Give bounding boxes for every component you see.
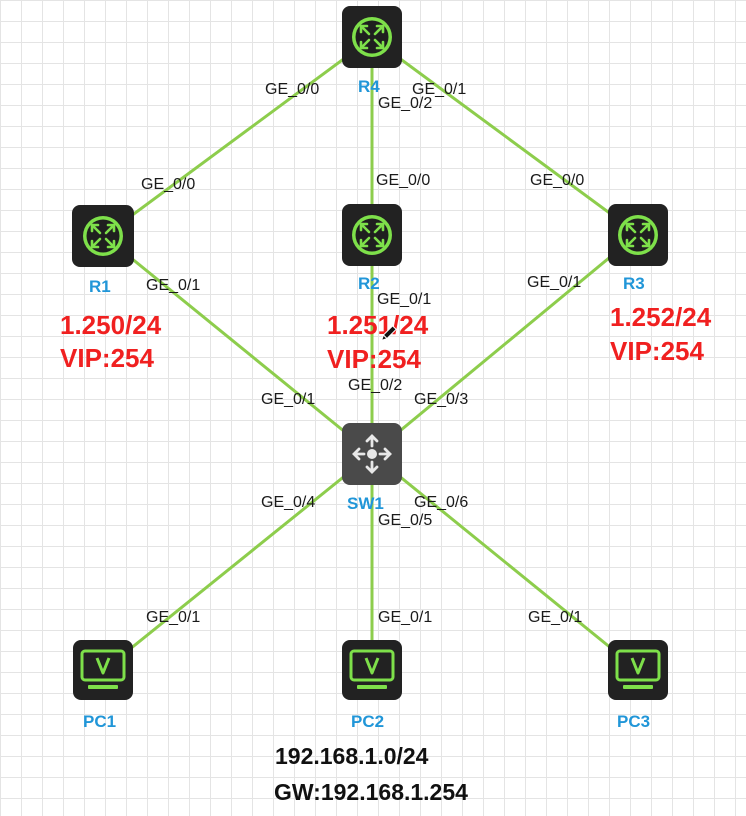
port-label-pc1-sw1: GE_0/1: [146, 609, 200, 626]
link-sw1-pc3: [371, 452, 639, 672]
port-label-r4-r1: GE_0/0: [265, 81, 319, 98]
gateway-note: GW:192.168.1.254: [274, 779, 468, 805]
r1-vip-annotation: VIP:254: [60, 343, 154, 373]
port-label-pc3-sw1: GE_0/1: [528, 609, 582, 626]
port-label-r2-r4: GE_0/0: [376, 172, 430, 189]
device-sw1[interactable]: [342, 423, 402, 485]
pc-icon: [80, 649, 126, 689]
device-r1[interactable]: [72, 205, 134, 267]
device-label-pc2: PC2: [351, 712, 384, 731]
port-label-sw1-r2: GE_0/2: [348, 377, 402, 394]
pc-icon: [349, 649, 395, 689]
port-label-r3-sw1: GE_0/1: [527, 274, 581, 291]
link-r4-r3: [371, 36, 639, 236]
link-sw1-pc1: [103, 452, 373, 672]
router-icon: [352, 17, 392, 57]
device-pc3[interactable]: [608, 640, 668, 700]
port-label-sw1-r1: GE_0/1: [261, 391, 315, 408]
pc-icon: [615, 649, 661, 689]
port-label-r1-sw1: GE_0/1: [146, 277, 200, 294]
pen-cursor-icon: [380, 325, 397, 342]
device-label-r2: R2: [358, 274, 380, 293]
link-r3-sw1: [371, 232, 639, 456]
port-label-sw1-pc1: GE_0/4: [261, 494, 315, 511]
r3-ip-annotation: 1.252/24: [610, 302, 712, 332]
device-label-sw1: SW1: [347, 494, 384, 513]
device-pc1[interactable]: [73, 640, 133, 700]
device-r2[interactable]: [342, 204, 402, 266]
port-label-sw1-pc2: GE_0/5: [378, 512, 432, 529]
router-annotations: 1.250/24 VIP:254 1.251/24 VIP:254 1.252/…: [60, 302, 712, 374]
link-r4-r1: [103, 36, 373, 238]
device-label-pc1: PC1: [83, 712, 116, 731]
device-pc2[interactable]: [342, 640, 402, 700]
router-icon: [618, 215, 658, 255]
port-label-r4-r2: GE_0/2: [378, 95, 432, 112]
device-label-r3: R3: [623, 274, 645, 293]
r2-ip-annotation: 1.251/24: [327, 310, 429, 340]
port-label-sw1-pc3: GE_0/6: [414, 494, 468, 511]
port-label-r2-sw1: GE_0/1: [377, 291, 431, 308]
device-label-r4: R4: [358, 77, 380, 96]
device-r3[interactable]: [608, 204, 668, 266]
device-label-pc3: PC3: [617, 712, 650, 731]
port-label-pc2-sw1: GE_0/1: [378, 609, 432, 626]
port-label-r4-r3: GE_0/1: [412, 81, 466, 98]
port-label-r3-r4: GE_0/0: [530, 172, 584, 189]
router-icon: [83, 216, 123, 256]
r3-vip-annotation: VIP:254: [610, 336, 704, 366]
r1-ip-annotation: 1.250/24: [60, 310, 162, 340]
port-label-sw1-r3: GE_0/3: [414, 391, 468, 408]
router-icon: [352, 215, 392, 255]
r2-vip-annotation: VIP:254: [327, 344, 421, 374]
subnet-note: 192.168.1.0/24: [275, 743, 429, 769]
device-r4[interactable]: [342, 6, 402, 68]
device-label-r1: R1: [89, 277, 111, 296]
port-labels: GE_0/0 GE_0/0 GE_0/2 GE_0/0 GE_0/1 GE_0/…: [141, 81, 584, 626]
port-label-r1-r4: GE_0/0: [141, 176, 195, 193]
links: [103, 36, 639, 672]
switch-icon: [352, 434, 392, 474]
link-r1-sw1: [103, 234, 373, 456]
